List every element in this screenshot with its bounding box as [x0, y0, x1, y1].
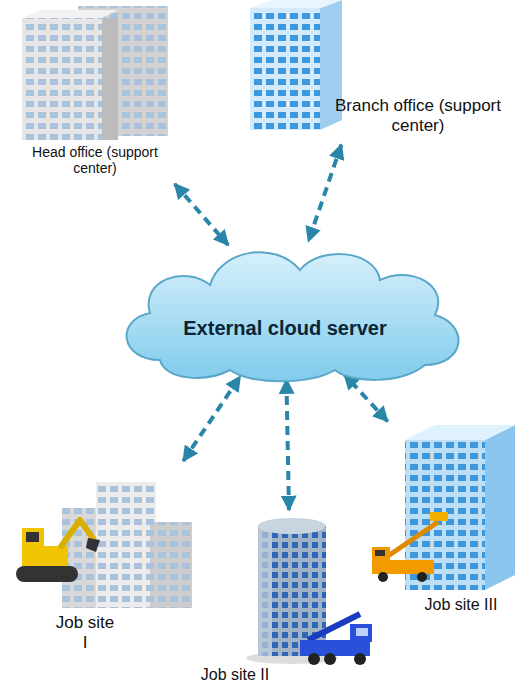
dashed-connector [344, 375, 387, 422]
job-site-node: Job site I [10, 465, 195, 665]
job-site-building [405, 425, 515, 590]
head-office-building [22, 6, 168, 140]
cloud-outline [127, 252, 459, 381]
site-label: Job site I [55, 613, 115, 652]
label-box: Job site I [55, 613, 115, 652]
site-label: Head office (support center) [15, 144, 175, 176]
site-label: Job site II [190, 666, 280, 684]
label-box: External cloud server [100, 317, 470, 340]
job-site-buildings [62, 482, 192, 608]
dashed-connector [183, 377, 240, 461]
job-site-node: Job site II [190, 515, 380, 686]
site-label: Branch office (support center) [318, 96, 518, 135]
label-box: Head office (support center) [15, 144, 175, 176]
job-site-node: Job site III [365, 425, 522, 620]
office-node: Branch office (support center) [240, 0, 522, 140]
dashed-connector [308, 145, 341, 242]
excavator [16, 520, 100, 582]
label-box: Branch office (support center) [318, 96, 518, 135]
crane-truck [300, 614, 372, 665]
dashed-connector [175, 184, 228, 245]
site-label: Job site III [405, 596, 517, 614]
cloud-title: External cloud server [100, 317, 470, 340]
label-box: Job site III [405, 596, 517, 614]
office-node: Head office (support center) [10, 0, 180, 180]
cloud-node: External cloud server [100, 235, 470, 385]
cloud-shape [100, 235, 470, 385]
tower-building [246, 518, 338, 664]
branch-office-building [250, 0, 342, 130]
dashed-connector [286, 379, 289, 510]
aerial-lift-truck [372, 512, 448, 582]
label-box: Job site II [190, 666, 280, 684]
